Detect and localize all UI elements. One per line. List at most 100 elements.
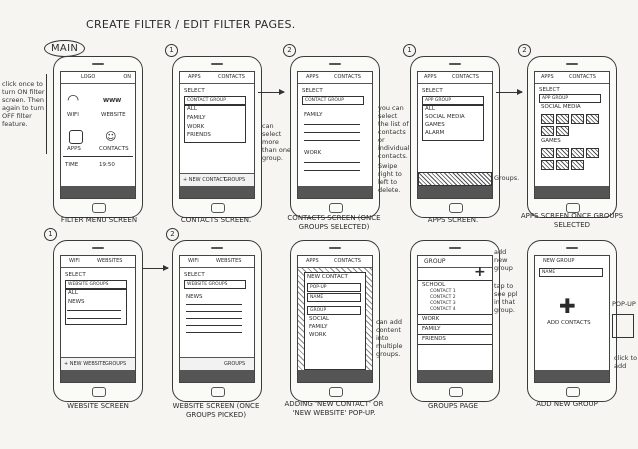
group-name-field[interactable]: NAME [539,268,603,277]
tab-apps[interactable]: APPS [188,74,201,80]
group-option[interactable]: SOCIAL [309,316,330,322]
group-dropdown[interactable]: CONTACT GROUP [302,96,364,105]
groups-button[interactable]: GROUPS [224,177,246,183]
tab-apps[interactable]: APPS [306,258,319,264]
tab-wifi[interactable]: WIFI [188,258,199,264]
phone-groups: GROUP + SCHOOL CONTACT 1 CONTACT 2 CONTA… [410,240,500,402]
tab-wifi[interactable]: WIFI [69,258,80,264]
group-family[interactable]: FAMILY [422,326,441,332]
groups-button[interactable]: GROUPS [105,361,127,367]
time-label: TIME [65,162,79,168]
select-label: SELECT [302,88,323,94]
new-contact-button[interactable]: + NEW CONTACT [183,177,226,183]
note-click-add: click to add [614,354,638,370]
group-school[interactable]: SCHOOL [422,282,446,288]
popup-field[interactable]: POP-UP [307,283,361,292]
note-groups-add: add new group [494,248,513,272]
option-family[interactable]: FAMILY [187,115,206,121]
caption: WEBSITE SCREEN [67,402,129,410]
contact-item[interactable]: CONTACT 4 [430,307,456,312]
step-number: 1 [165,44,178,57]
arrow [258,88,285,96]
contact-item[interactable]: CONTACT 2 [430,295,456,300]
wifi-icon[interactable]: ◠ [67,92,80,108]
tab-websites[interactable]: WEBSITES [216,258,242,264]
contacts-icon[interactable]: ☺ [105,130,117,143]
main-label: MAIN [44,40,86,57]
tab-apps[interactable]: APPS [424,74,437,80]
option-friends[interactable]: FRIENDS [187,132,211,138]
step-number: 2 [283,44,296,57]
select-label: SELECT [539,87,560,93]
name-field[interactable]: NAME [307,293,361,302]
option-social[interactable]: SOCIAL MEDIA [425,114,465,120]
contacts-label: CONTACTS [99,146,129,152]
section-games: GAMES [541,138,561,144]
home-button[interactable] [92,203,106,213]
step-number: 1 [403,44,416,57]
add-contacts-label: ADD CONTACTS [547,320,591,326]
option-news[interactable]: NEWS [68,299,85,305]
step-number: 2 [518,44,531,57]
contact-item[interactable]: CONTACT 3 [430,301,456,306]
new-website-button[interactable]: + NEW WEBSITE [64,361,106,367]
note-main: click once to turn ON filter screen. The… [2,80,45,128]
apps-icon[interactable] [69,130,83,144]
toggle-on[interactable]: ON [123,74,131,80]
app-dropdown[interactable]: APP GROUP [539,94,601,103]
group-option[interactable]: WORK [309,332,327,338]
caption: FILTER MENU SCREEN [60,216,138,224]
dropdown-list [422,105,484,141]
www-icon[interactable]: WWW [103,98,122,104]
dropdown-list [184,105,246,143]
group-dropdown[interactable]: CONTACT GROUP [184,96,246,105]
tab-contacts[interactable]: CONTACTS [218,74,245,80]
section-social: SOCIAL MEDIA [541,104,581,110]
tab-contacts[interactable]: CONTACTS [334,74,361,80]
caption: CONTACTS SCREEN (ONCE GROUPS SELECTED) [287,214,381,231]
step-number: 2 [166,228,179,241]
logo: LOGO [81,74,96,80]
option-work[interactable]: WORK [187,124,205,130]
app-dropdown[interactable]: APP GROUP [422,96,484,105]
groups-button[interactable]: GROUPS [224,361,246,367]
website-dropdown[interactable]: WEBSITE GROUPS [184,280,246,289]
group-friends[interactable]: FRIENDS [422,336,446,342]
note-contacts2: you can select the list of contacts or i… [378,104,410,160]
step-number: 1 [44,228,57,241]
note-popup: POP-UP [612,300,636,308]
tab-contacts[interactable]: CONTACTS [569,74,596,80]
website-dropdown[interactable]: WEBSITE GROUPS [65,280,127,289]
groups-bar[interactable] [418,172,492,186]
add-group-icon[interactable]: + [474,264,486,280]
caption: ADDING 'NEW CONTACT' OR 'NEW WEBSITE' PO… [284,400,384,417]
group-dropdown[interactable]: GROUP [307,306,361,315]
caption: ADD NEW GROUP [536,400,598,408]
caption: WEBSITE SCREEN (ONCE GROUPS PICKED) [172,402,260,419]
tab-websites[interactable]: WEBSITES [97,258,123,264]
tab-apps[interactable]: APPS [541,74,554,80]
caption: APPS SCREEN. [427,216,479,224]
tab-contacts[interactable]: CONTACTS [452,74,479,80]
add-contacts-icon[interactable]: ✚ [559,294,576,318]
contact-item[interactable]: CONTACT 1 [430,289,456,294]
group-work[interactable]: WORK [422,316,440,322]
select-label: SELECT [422,88,443,94]
new-group-header: NEW GROUP [543,258,575,264]
tab-apps[interactable]: APPS [306,74,319,80]
option-all[interactable]: ALL [425,106,435,112]
section-news: NEWS [186,294,203,300]
option-all[interactable]: ALL [187,106,197,112]
option-games[interactable]: GAMES [425,122,445,128]
wifi-label: WIFI [67,112,79,118]
option-alarm[interactable]: ALARM [425,130,445,136]
group-option[interactable]: FAMILY [309,324,328,330]
popup-sketch [612,314,634,338]
tab-contacts[interactable]: CONTACTS [334,258,361,264]
option-all[interactable]: ALL [68,290,78,296]
arrow [142,264,169,272]
